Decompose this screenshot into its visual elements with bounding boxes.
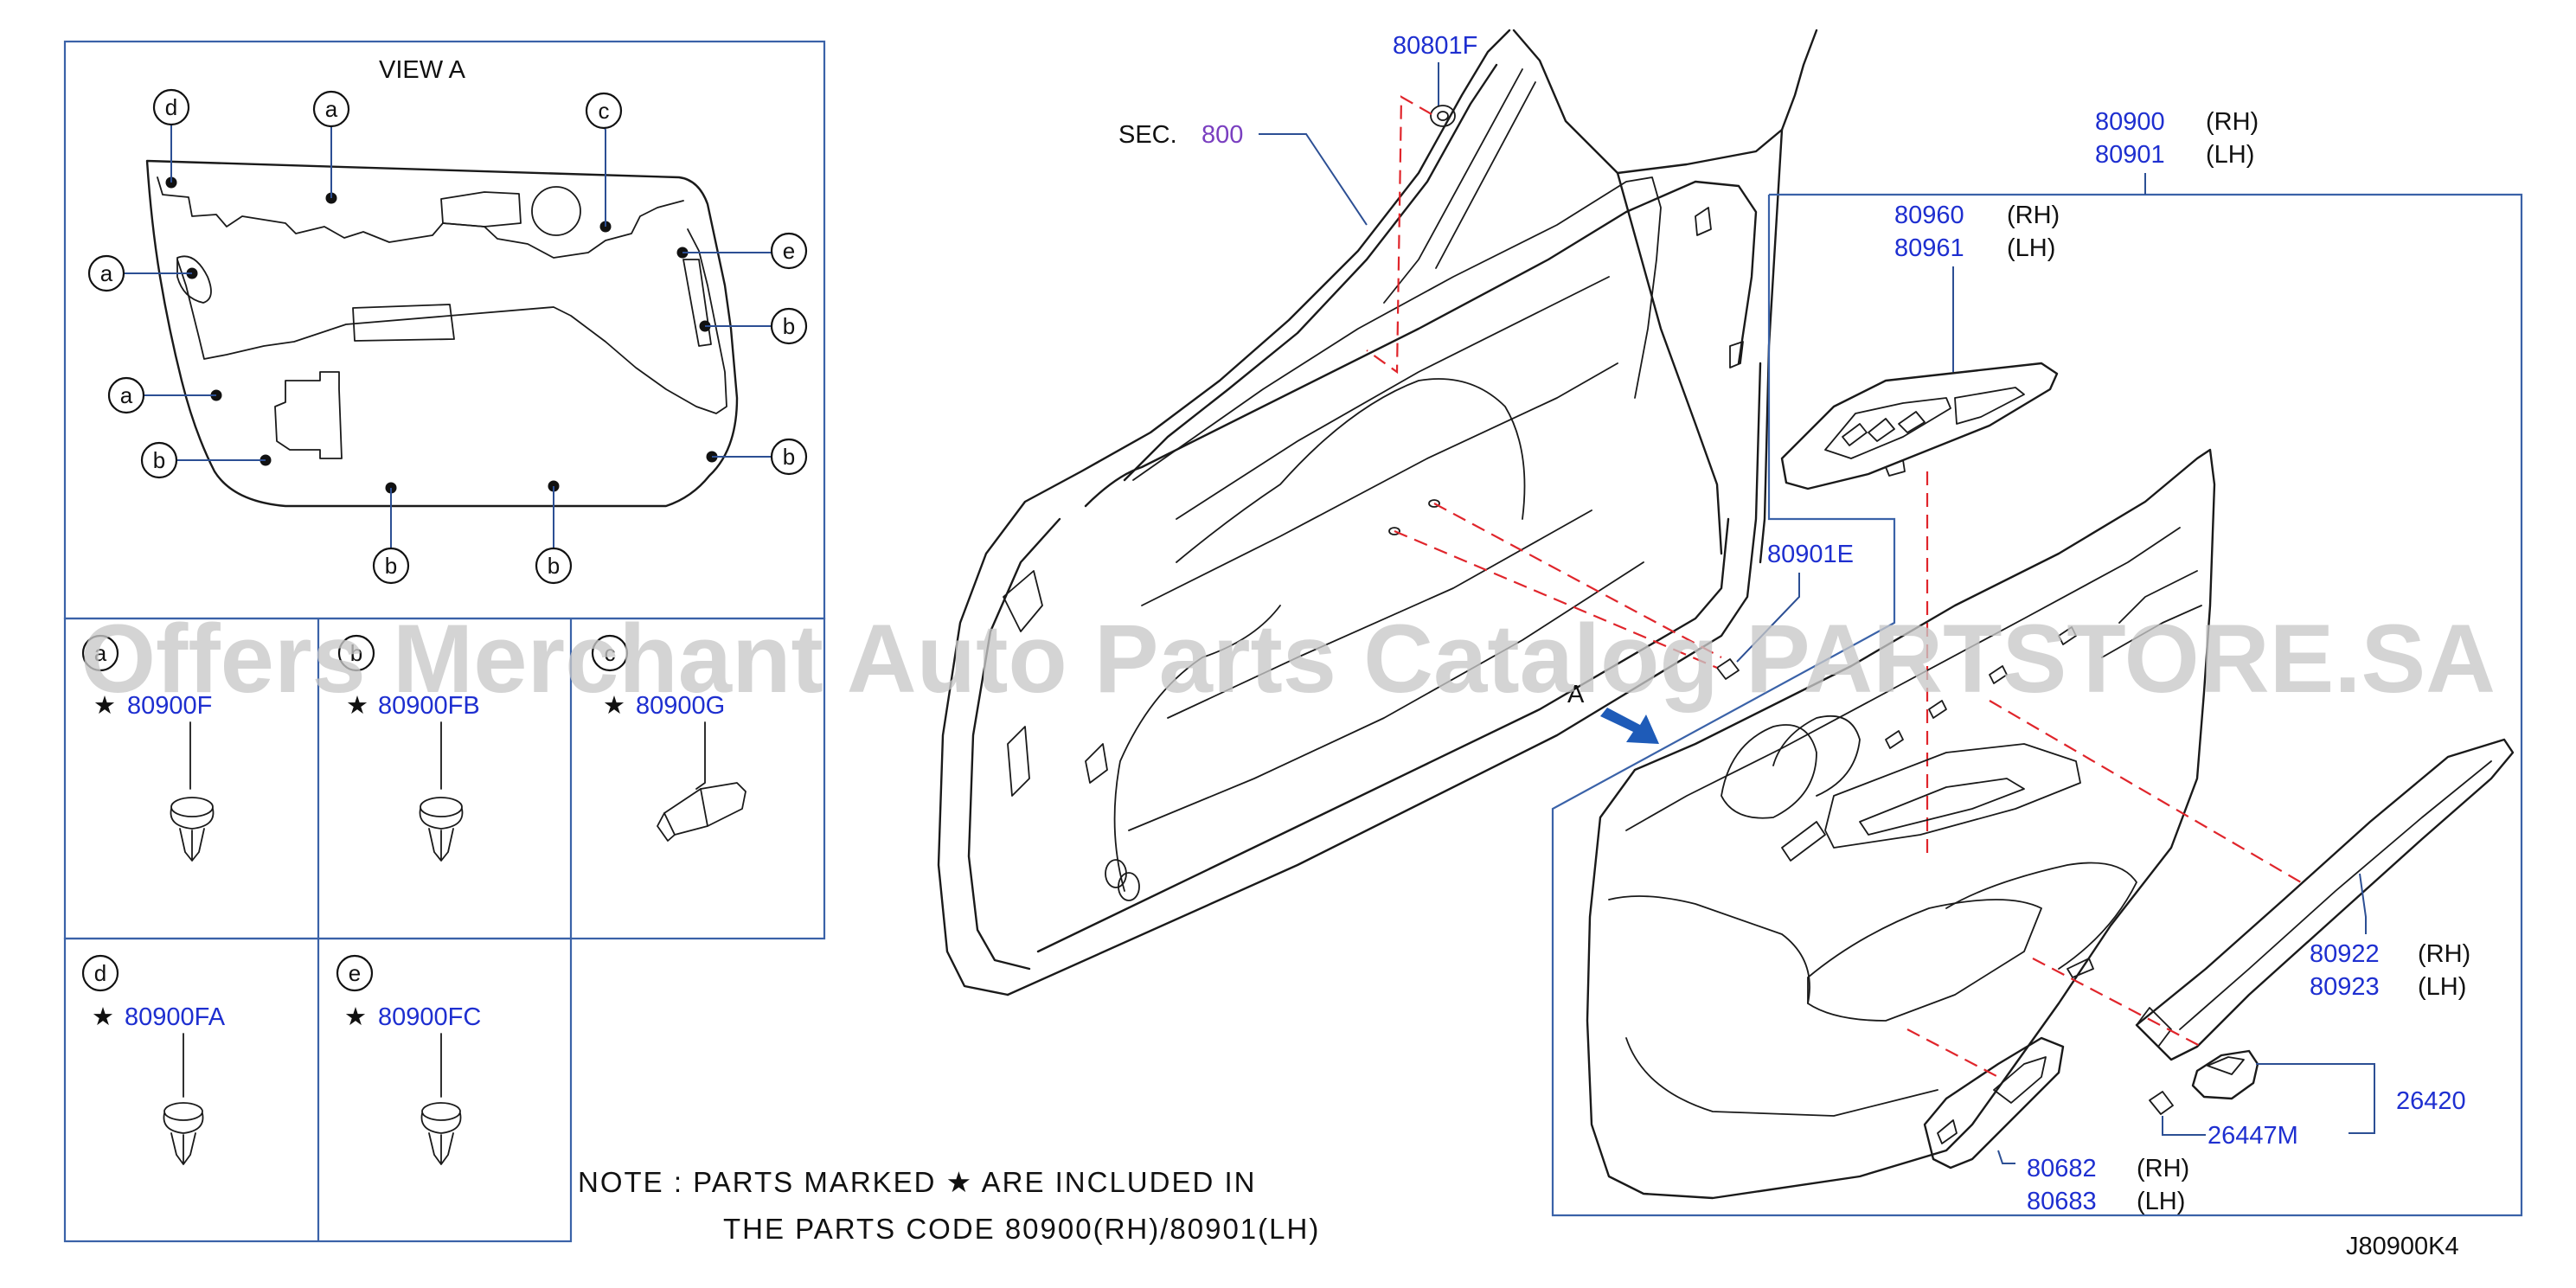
svg-text:e: e <box>349 960 361 986</box>
svg-text:c: c <box>599 98 610 124</box>
svg-text:b: b <box>153 447 165 473</box>
svg-text:b: b <box>548 553 560 579</box>
callout-b-bottom2: b <box>535 547 573 585</box>
svg-text:★: ★ <box>92 1003 114 1031</box>
svg-text:a: a <box>325 96 338 122</box>
clip-cell-c: c ★ 80900G <box>591 634 747 842</box>
part-80901E: 80901E <box>1767 541 1854 568</box>
svg-text:a: a <box>120 382 133 408</box>
part-80900FB: 80900FB <box>378 692 480 720</box>
door-inner-frame <box>937 29 1818 996</box>
callout-b-right1: b <box>770 307 808 345</box>
svg-text:d: d <box>94 960 106 986</box>
svg-text:(RH): (RH) <box>2007 202 2060 229</box>
clip-cell-d: d ★ 80900FA <box>81 954 226 1165</box>
assembly-frame <box>1551 193 2523 1217</box>
svg-text:b: b <box>350 640 362 666</box>
clip-cell-e: e ★ 80900FC <box>336 954 481 1165</box>
part-80683: 80683 <box>2027 1188 2097 1215</box>
note-line-2: THE PARTS CODE 80900(RH)/80901(LH) <box>723 1213 1320 1245</box>
view-arrow-label: A <box>1567 681 1585 708</box>
push-clip-icon <box>163 1102 204 1165</box>
part-80801F: 80801F <box>1393 32 1477 60</box>
grommet-icon <box>1430 105 1456 127</box>
svg-text:★: ★ <box>603 692 625 720</box>
svg-text:★: ★ <box>344 1003 367 1031</box>
view-a-trim-panel: d a c a e b a b b b b <box>87 88 808 585</box>
part-80923: 80923 <box>2310 973 2380 1001</box>
note-line-1: NOTE : PARTS MARKED ★ ARE INCLUDED IN <box>578 1166 1256 1198</box>
svg-text:★: ★ <box>346 692 368 720</box>
part-80900FA: 80900FA <box>125 1003 226 1031</box>
retainer-clip-icon <box>657 782 747 842</box>
part-26420: 26420 <box>2396 1087 2466 1115</box>
svg-text:(LH): (LH) <box>2007 234 2055 262</box>
watermark: Offers Merchant Auto Parts Catalog PARTS… <box>80 605 2496 713</box>
callout-a-left: a <box>87 254 125 292</box>
part-80900: 80900 <box>2095 108 2165 136</box>
view-direction-arrow-icon <box>1600 708 1659 744</box>
detail-panel: VIEW A <box>63 40 826 1243</box>
svg-text:b: b <box>783 313 795 339</box>
svg-text:a: a <box>94 640 107 666</box>
svg-text:c: c <box>605 640 616 666</box>
svg-text:a: a <box>100 260 113 286</box>
part-80922: 80922 <box>2310 940 2380 968</box>
svg-text:(LH): (LH) <box>2137 1188 2185 1215</box>
sec-number-link[interactable]: 800 <box>1201 121 1243 149</box>
part-80900FC: 80900FC <box>378 1003 481 1031</box>
bulb-icon <box>2149 1091 2174 1115</box>
push-clip-icon <box>419 797 464 862</box>
window-switch-bezel <box>1780 362 2059 490</box>
svg-text:(RH): (RH) <box>2418 940 2470 968</box>
svg-text:(RH): (RH) <box>2137 1155 2189 1182</box>
svg-text:★: ★ <box>93 692 116 720</box>
svg-text:b: b <box>385 553 397 579</box>
callout-d: d <box>152 88 190 126</box>
callout-b-left: b <box>140 441 178 479</box>
callout-e: e <box>770 232 808 270</box>
callout-b-bottom1: b <box>372 547 410 585</box>
sec-prefix: SEC. <box>1118 121 1177 149</box>
push-clip-icon <box>420 1102 462 1165</box>
part-80900G: 80900G <box>636 692 725 720</box>
push-clip-icon <box>170 797 215 862</box>
clip-icon <box>1716 658 1740 680</box>
svg-text:b: b <box>783 444 795 470</box>
svg-text:(LH): (LH) <box>2206 141 2254 169</box>
door-trim-panel <box>1586 448 2216 1200</box>
clip-cell-a: a ★ 80900F <box>81 634 215 862</box>
svg-text:(RH): (RH) <box>2206 108 2259 136</box>
drawing-code: J80900K4 <box>2346 1233 2459 1260</box>
callout-a-mid: a <box>107 376 145 414</box>
svg-text:(LH): (LH) <box>2418 973 2466 1001</box>
part-80961: 80961 <box>1894 234 1964 262</box>
part-26447M: 26447M <box>2208 1122 2298 1150</box>
callout-a-top: a <box>312 90 350 128</box>
part-80682: 80682 <box>2027 1155 2097 1182</box>
part-80960: 80960 <box>1894 202 1964 229</box>
part-80900F: 80900F <box>127 692 212 720</box>
svg-text:d: d <box>165 94 177 120</box>
part-80901: 80901 <box>2095 141 2165 169</box>
mirror-switch <box>2191 1049 2259 1100</box>
callout-c: c <box>585 92 623 130</box>
svg-text:e: e <box>783 238 795 264</box>
trim-moulding <box>2135 738 2515 1061</box>
view-a-label: VIEW A <box>379 56 466 84</box>
callout-b-right2: b <box>770 438 808 476</box>
inside-handle-finisher <box>1923 1036 2065 1169</box>
clip-cell-b: b ★ 80900FB <box>337 634 480 862</box>
